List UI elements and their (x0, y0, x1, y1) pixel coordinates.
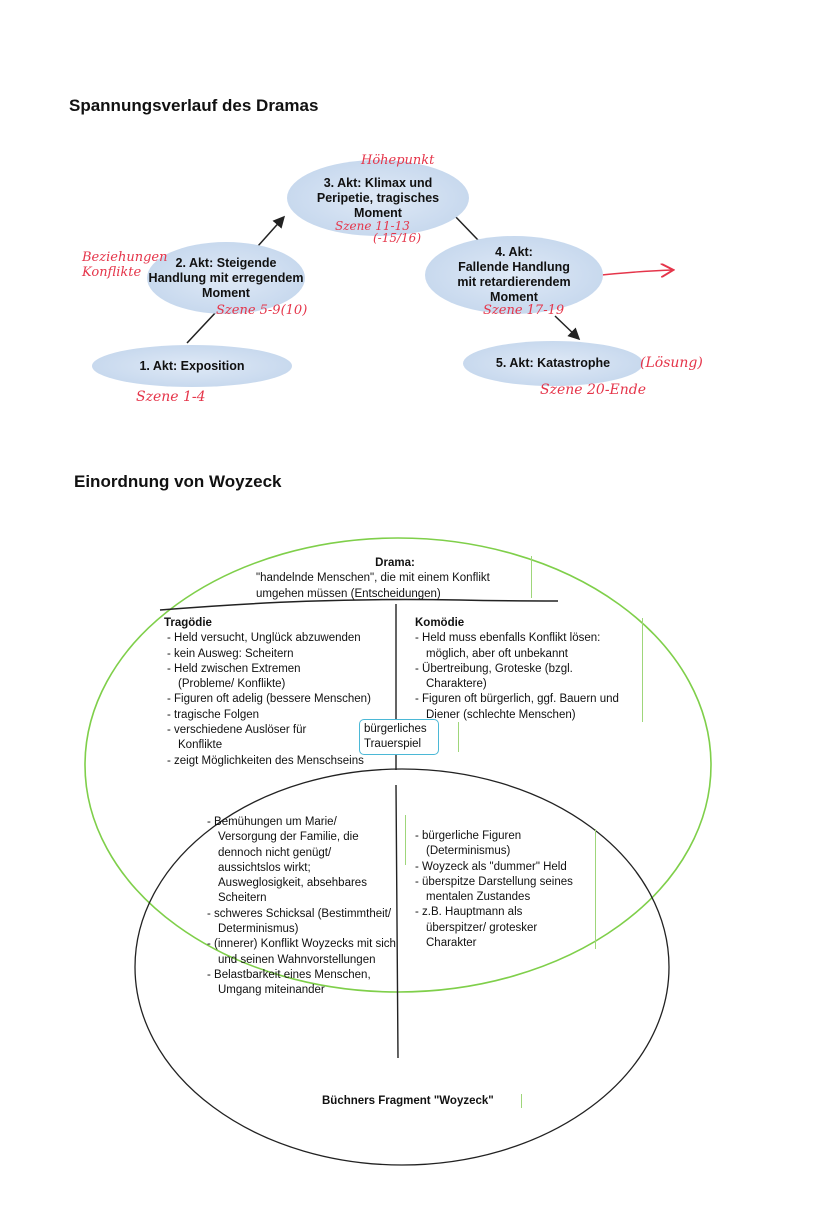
comment-mark (405, 815, 406, 865)
komoedie-item: Figuren oft bürgerlich, ggf. Bauern und … (415, 692, 630, 723)
comment-mark (521, 1094, 522, 1108)
section-heading-spannungsverlauf: Spannungsverlauf des Dramas (69, 96, 319, 115)
act-4-line-1: 4. Akt: (495, 245, 533, 259)
tragoedie-item: Held versucht, Unglück abzuwenden (167, 631, 396, 646)
act-3-line-2: Peripetie, tragisches (316, 190, 440, 205)
comment-mark (531, 556, 532, 598)
act-2-bubble: 2. Akt: Steigende Handlung mit erregende… (147, 242, 305, 314)
fragment-label: Büchners Fragment "Woyzeck" (322, 1095, 494, 1107)
tragoedie-item: Figuren oft adelig (bessere Menschen) (167, 692, 396, 707)
act-1-label: 1. Akt: Exposition (139, 358, 245, 373)
woyzeck-right-item: überspitze Darstellung seines mentalen Z… (415, 875, 600, 906)
arrow-act2-act3 (257, 215, 285, 247)
comment-mark (642, 618, 643, 722)
woyzeck-right-item: Woyzeck als "dummer" Held (415, 860, 600, 875)
woyzeck-left-item: schweres Schicksal (Bestimmtheit/ Determ… (207, 907, 397, 938)
drama-desc-line-1: "handelnde Menschen", die mit einem Konf… (256, 572, 490, 585)
woyzeck-left-item: (innerer) Konflikt Woyzecks mit sich und… (207, 937, 397, 968)
tragoedie-item: zeigt Möglichkeiten des Menschseins (167, 754, 396, 769)
act-1-bubble: 1. Akt: Exposition (92, 345, 292, 387)
komoedie-column: Komödie Held muss ebenfalls Konflikt lös… (415, 616, 630, 723)
hand-szene-3: Szene 11-13 (-15/16) (335, 219, 421, 245)
komoedie-item: Held muss ebenfalls Konflikt lösen: mögl… (415, 631, 630, 662)
hand-hoehepunkt: Höhepunkt (361, 153, 435, 168)
act-3-line-1: 3. Akt: Klimax und (323, 175, 433, 190)
act-3-line-3: Moment (354, 205, 402, 220)
tragoedie-item: Held zwischen Extremen (Probleme/ Konfli… (167, 662, 358, 693)
hand-loesung: (Lösung) (640, 355, 703, 371)
hand-arrow-right (591, 270, 672, 276)
divider-horizontal (159, 598, 559, 611)
komoedie-item: Übertreibung, Groteske (bzgl. Charaktere… (415, 662, 630, 693)
act-4-line-4: Moment (490, 290, 538, 304)
woyzeck-left-item: Bemühungen um Marie/ Versorgung der Fami… (207, 815, 388, 907)
act-4-line-3: mit retardierendem (457, 275, 571, 289)
hand-beziehungen: Beziehungen Konflikte (82, 250, 168, 280)
act-2-line-2: Handlung mit erregendem (148, 270, 304, 285)
tragoedie-item: tragische Folgen (167, 708, 396, 723)
act-5-bubble: 5. Akt: Katastrophe (463, 341, 643, 386)
woyzeck-komoedie-column: bürgerliche Figuren (Determinismus) Woyz… (415, 829, 600, 951)
hand-szene-5: Szene 20-Ende (540, 382, 647, 398)
tragoedie-item: kein Ausweg: Scheitern (167, 647, 396, 662)
line-act1-act2 (186, 310, 218, 344)
woyzeck-tragoedie-column: Bemühungen um Marie/ Versorgung der Fami… (207, 815, 397, 999)
drama-desc-line-2: umgehen müssen (Entscheidungen) (256, 587, 441, 600)
act-3-bubble: 3. Akt: Klimax und Peripetie, tragisches… (287, 160, 469, 236)
drama-title: Drama: (375, 557, 415, 569)
hand-szene-2: Szene 5-9(10) (216, 303, 308, 318)
komoedie-title: Komödie (415, 617, 465, 629)
section-heading-einordnung: Einordnung von Woyzeck (74, 472, 282, 491)
tragoedie-item: verschiedene Auslöser für Konflikte (167, 723, 328, 754)
woyzeck-left-item: Belastbarkeit eines Menschen, Umgang mit… (207, 968, 398, 999)
act-5-label: 5. Akt: Katastrophe (495, 356, 611, 370)
woyzeck-right-item: z.B. Hauptmann als überspitzer/ groteske… (415, 905, 571, 951)
comment-mark (458, 722, 459, 752)
tragoedie-title: Tragödie (164, 617, 212, 629)
buergerliches-trauerspiel-box: bürgerliches Trauerspiel (359, 719, 439, 755)
act-2-line-3: Moment (202, 285, 250, 300)
venn-black-fragment (134, 768, 670, 1166)
act-2-line-1: 2. Akt: Steigende (175, 255, 277, 270)
tragoedie-column: Tragödie Held versucht, Unglück abzuwend… (164, 616, 396, 769)
woyzeck-right-item: bürgerliche Figuren (Determinismus) (415, 829, 561, 860)
drama-definition: Drama: "handelnde Menschen", die mit ein… (240, 556, 550, 602)
hand-szene-1: Szene 1-4 (136, 389, 206, 405)
comment-mark (595, 829, 596, 949)
line-act3-act4 (451, 212, 479, 241)
arrow-act4-act5 (554, 315, 581, 341)
hand-szene-4: Szene 17-19 (483, 303, 565, 318)
act-4-line-2: Fallende Handlung (458, 260, 570, 274)
act-4-bubble: 4. Akt: Fallende Handlung mit retardiere… (425, 236, 603, 314)
